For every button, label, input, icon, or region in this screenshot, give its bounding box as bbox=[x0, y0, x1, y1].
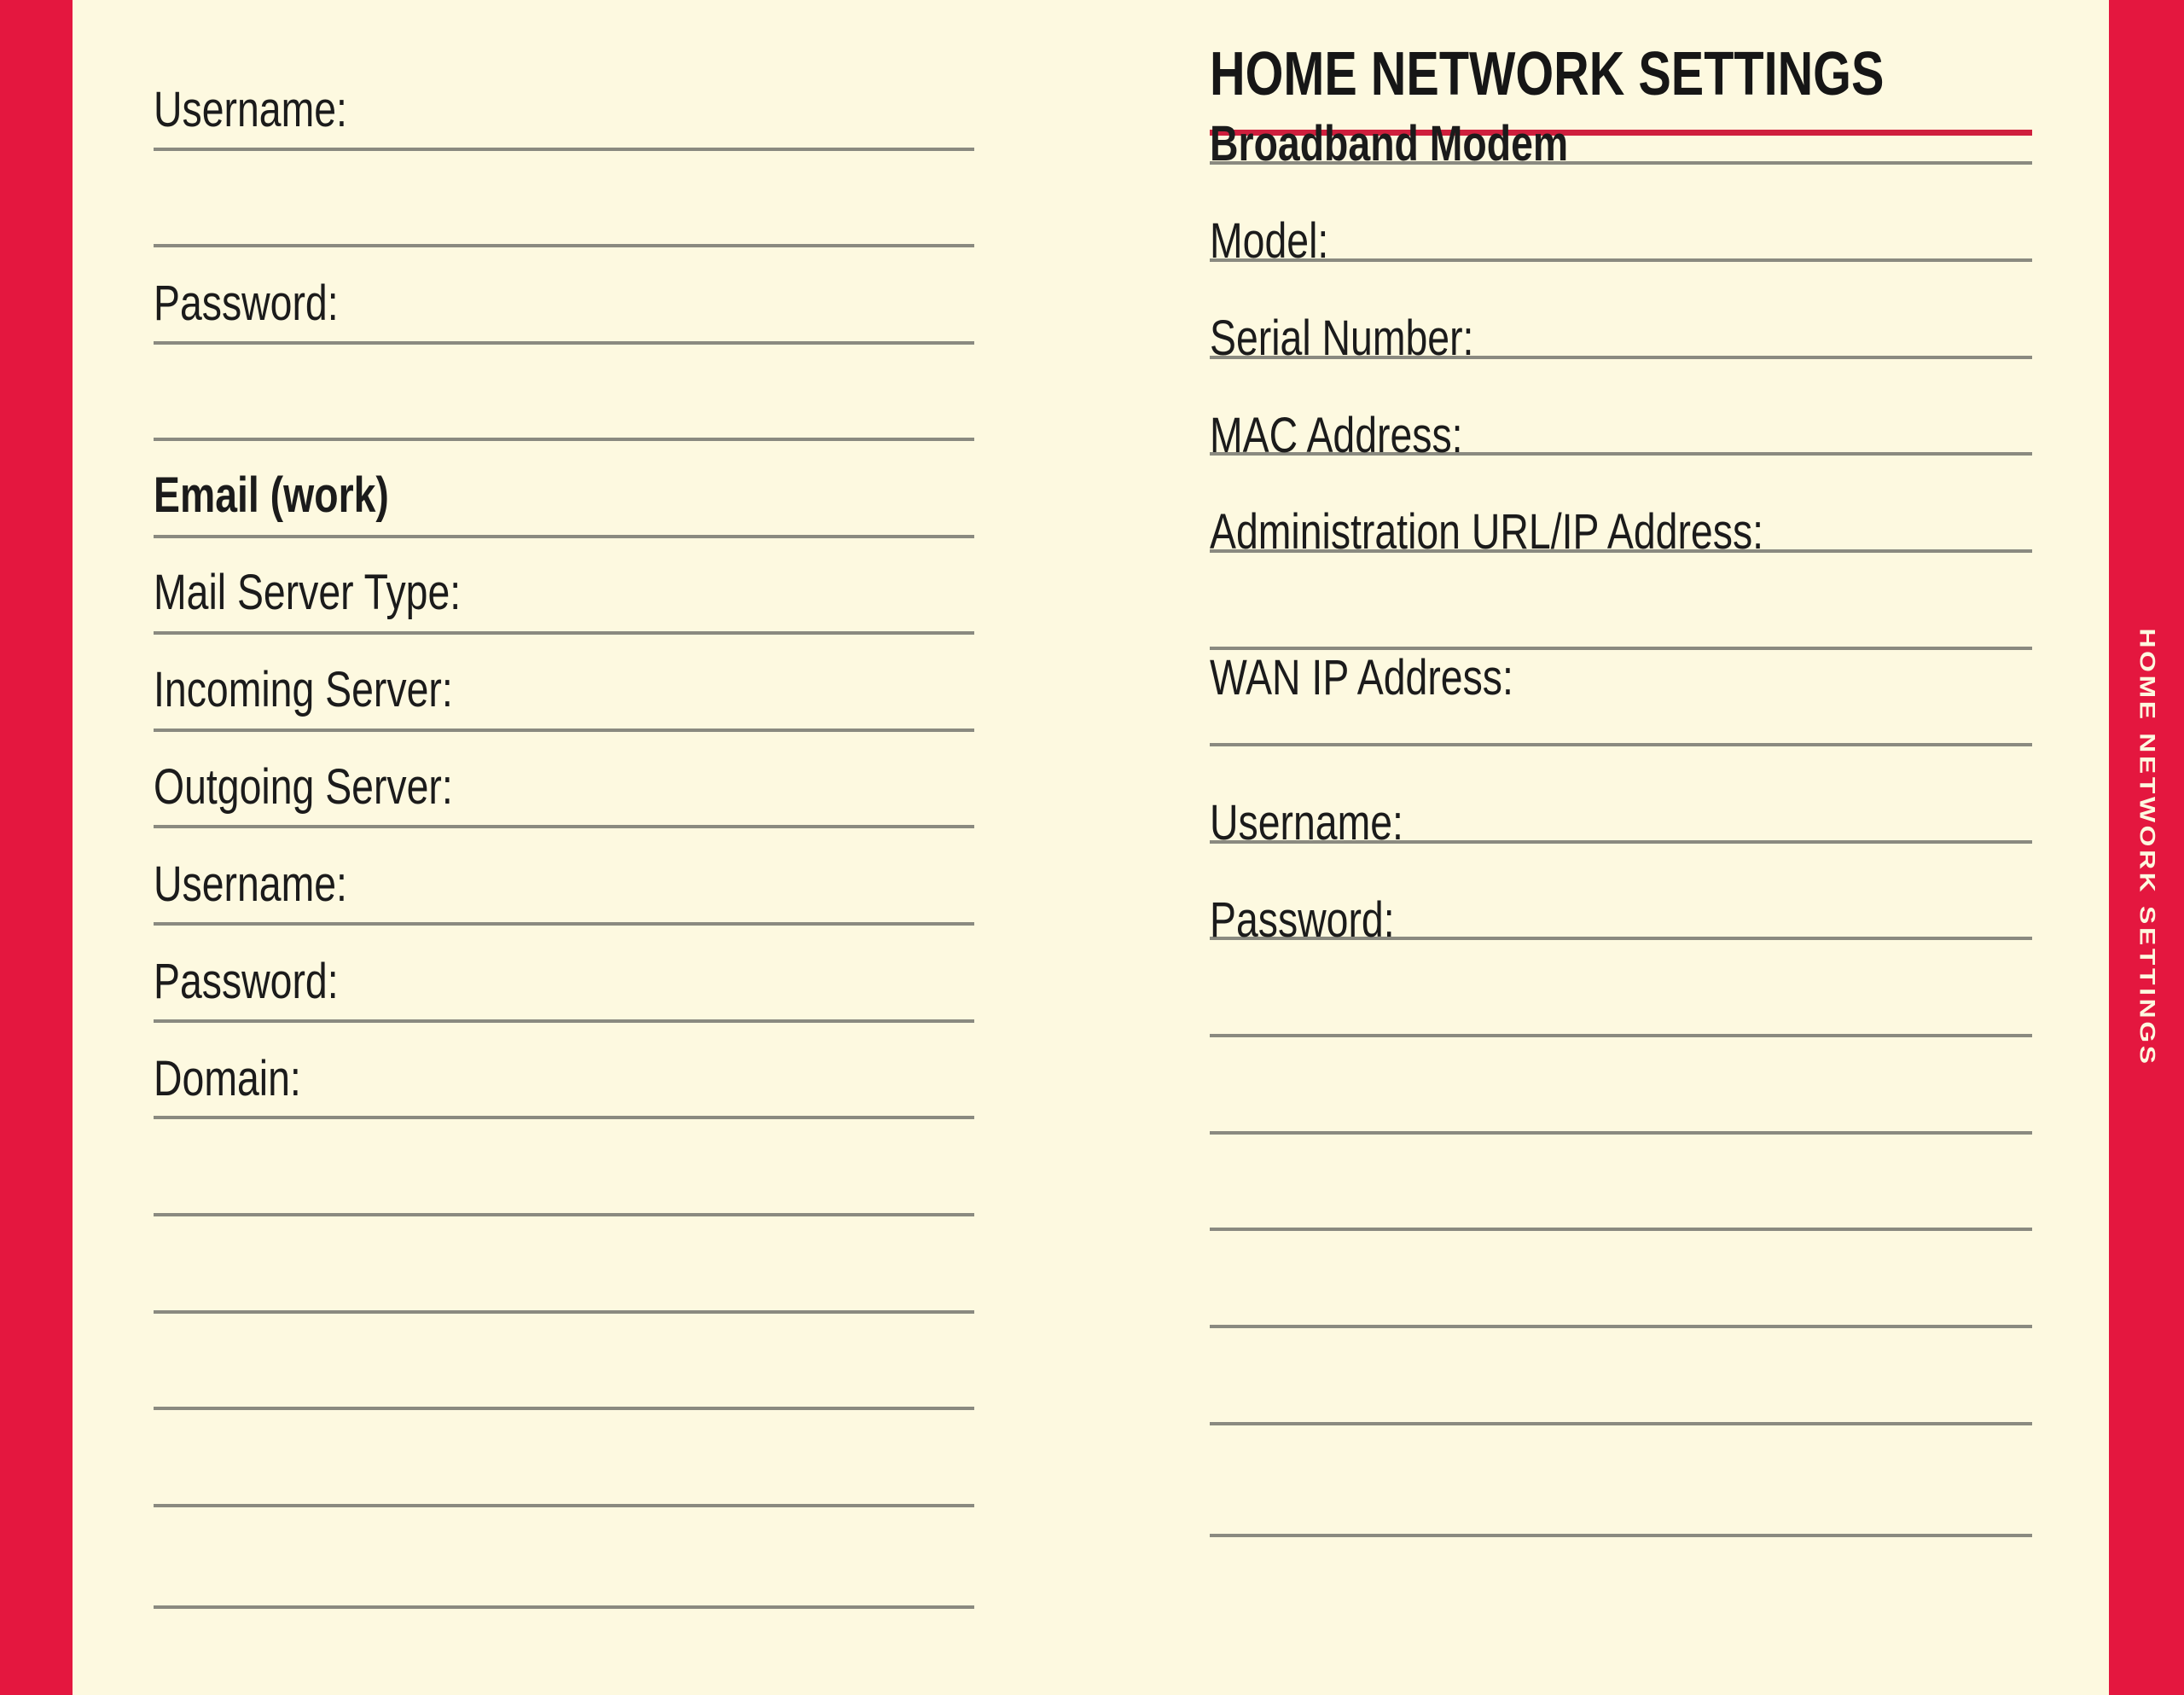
field-label-password: Password: bbox=[154, 276, 339, 331]
section-heading-broadband-modem: Broadband Modem bbox=[1210, 116, 1569, 171]
field-label-wan-ip-address: WAN IP Address: bbox=[1210, 650, 1513, 705]
write-in-rule[interactable] bbox=[1210, 840, 2032, 844]
write-in-rule[interactable] bbox=[154, 631, 974, 635]
field-label-password: Password: bbox=[154, 954, 339, 1009]
write-in-rule[interactable] bbox=[154, 1213, 974, 1216]
field-label-username: Username: bbox=[154, 856, 347, 912]
field-label-password: Password: bbox=[1210, 892, 1395, 948]
write-in-rule[interactable] bbox=[1210, 1325, 2032, 1328]
field-label-username: Username: bbox=[154, 82, 347, 137]
write-in-rule[interactable] bbox=[154, 922, 974, 926]
page-title: HOME NETWORK SETTINGS bbox=[1210, 40, 1885, 108]
write-in-rule[interactable] bbox=[1210, 1534, 2032, 1537]
write-in-rule[interactable] bbox=[154, 1504, 974, 1507]
write-in-rule[interactable] bbox=[154, 1116, 974, 1119]
field-label-model: Model: bbox=[1210, 213, 1329, 269]
side-tab: HOME NETWORK SETTINGS bbox=[2109, 0, 2184, 1695]
field-label-domain: Domain: bbox=[154, 1051, 301, 1106]
write-in-rule[interactable] bbox=[1210, 549, 2032, 553]
page-title-underline bbox=[1210, 130, 2032, 136]
write-in-rule[interactable] bbox=[1210, 937, 2032, 940]
write-in-rule[interactable] bbox=[1210, 647, 2032, 650]
write-in-rule[interactable] bbox=[1210, 452, 2032, 456]
field-label-username: Username: bbox=[1210, 795, 1403, 850]
left-red-bar bbox=[0, 0, 73, 1695]
write-in-rule[interactable] bbox=[154, 1605, 974, 1609]
write-in-rule[interactable] bbox=[1210, 743, 2032, 746]
write-in-rule[interactable] bbox=[154, 1407, 974, 1410]
write-in-rule[interactable] bbox=[154, 1310, 974, 1314]
write-in-rule[interactable] bbox=[1210, 1228, 2032, 1231]
write-in-rule[interactable] bbox=[154, 341, 974, 345]
write-in-rule[interactable] bbox=[1210, 1422, 2032, 1425]
write-in-rule[interactable] bbox=[1210, 161, 2032, 165]
write-in-rule[interactable] bbox=[154, 148, 974, 151]
write-in-rule[interactable] bbox=[1210, 1131, 2032, 1135]
write-in-rule[interactable] bbox=[154, 438, 974, 441]
field-label-administration-url-ip-address: Administration URL/IP Address: bbox=[1210, 504, 1764, 560]
side-tab-label: HOME NETWORK SETTINGS bbox=[2135, 628, 2158, 1067]
write-in-rule[interactable] bbox=[1210, 356, 2032, 359]
right-red-bar bbox=[2109, 0, 2184, 1695]
field-label-serial-number: Serial Number: bbox=[1210, 311, 1474, 366]
write-in-rule[interactable] bbox=[154, 1019, 974, 1023]
field-label-incoming-server: Incoming Server: bbox=[154, 662, 453, 717]
write-in-rule[interactable] bbox=[154, 535, 974, 538]
write-in-rule[interactable] bbox=[1210, 258, 2032, 262]
write-in-rule[interactable] bbox=[154, 825, 974, 828]
section-heading-email-work: Email (work) bbox=[154, 467, 389, 523]
field-label-outgoing-server: Outgoing Server: bbox=[154, 759, 453, 815]
write-in-rule[interactable] bbox=[154, 244, 974, 247]
write-in-rule[interactable] bbox=[154, 729, 974, 732]
field-label-mail-server-type: Mail Server Type: bbox=[154, 565, 462, 620]
field-label-mac-address: MAC Address: bbox=[1210, 408, 1463, 463]
write-in-rule[interactable] bbox=[1210, 1034, 2032, 1037]
